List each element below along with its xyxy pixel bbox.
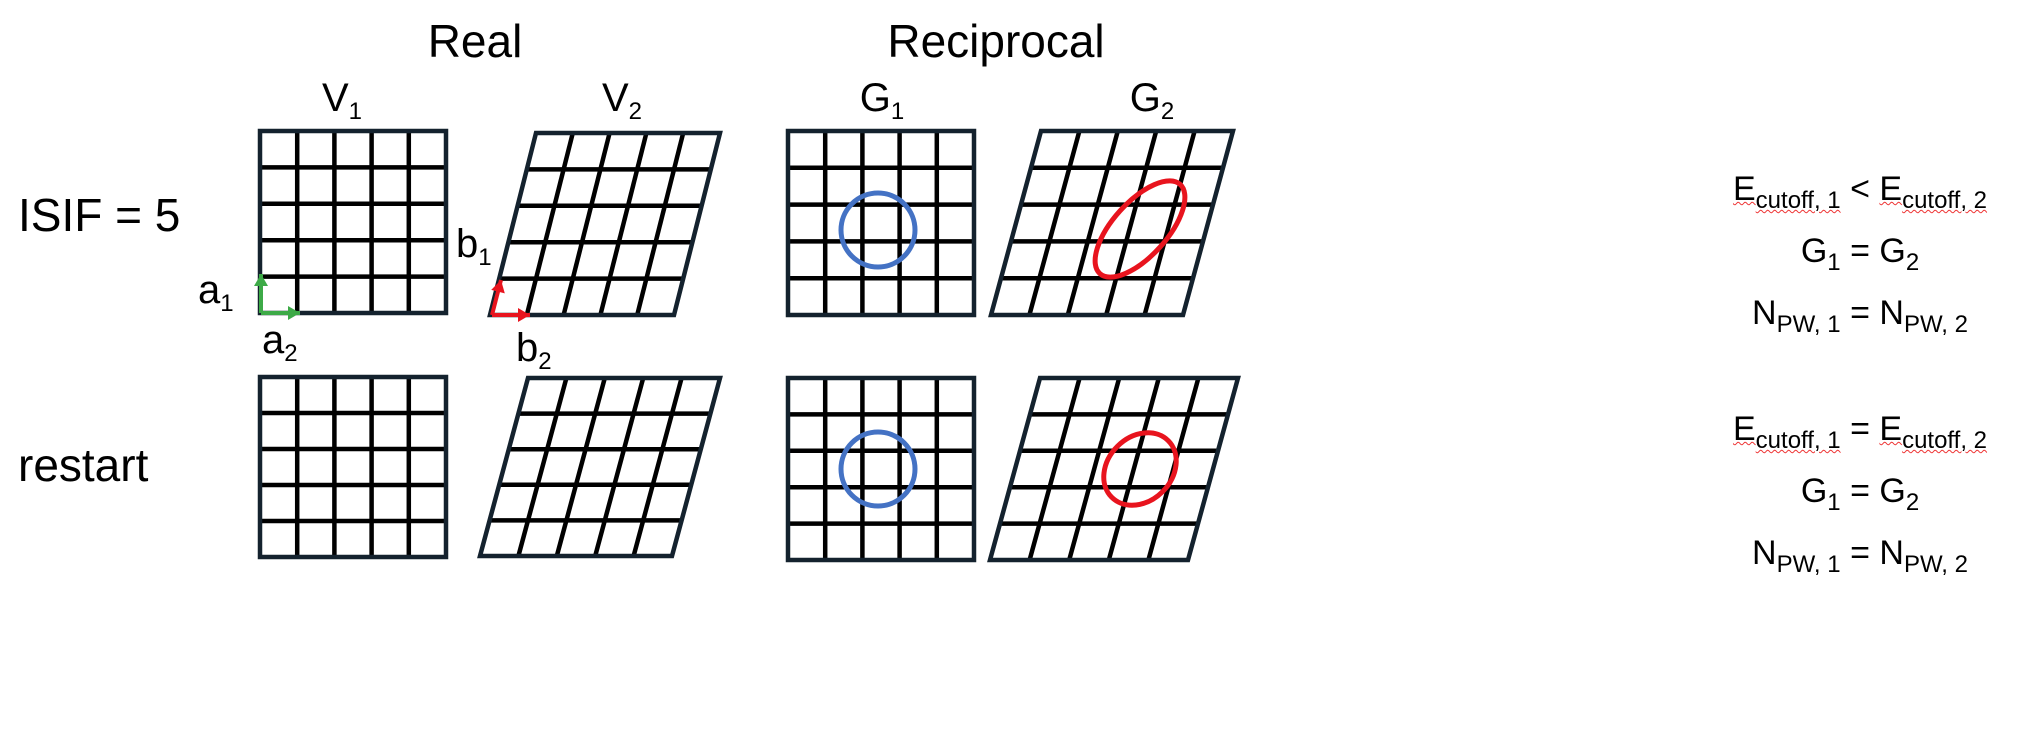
equations-restart: Ecutoff, 1 = Ecutoff, 2 G1 = G2 NPW, 1 =… (1700, 404, 2018, 590)
cutoff-ellipse-g2-bottom (1101, 430, 1179, 508)
v2-lattice-top-frame (487, 130, 723, 318)
v2-lattice-bottom-gridline (554, 377, 607, 557)
g1-lattice-bottom-frame (785, 375, 977, 563)
equation-npw: NPW, 1 = NPW, 2 (1752, 294, 1968, 338)
g1-lattice-top-frame (785, 128, 977, 318)
v2-lattice-bottom-gridline (516, 377, 569, 557)
v1-lattice-bottom-frame (257, 374, 449, 560)
equations-isif: Ecutoff, 1 < Ecutoff, 2 G1 = G2 NPW, 1 =… (1700, 164, 2018, 350)
vector-a1-arrow-head (254, 274, 268, 286)
equation-g: G1 = G2 (1800, 232, 1920, 276)
vector-b1-arrow-head (491, 280, 505, 294)
v2-lattice-top-gridline (524, 132, 575, 316)
cutoff-sphere-g1-top (838, 190, 918, 270)
vector-label-a2: a2 (262, 318, 298, 367)
equation-cutoff: Ecutoff, 1 < Ecutoff, 2 (1732, 170, 1988, 214)
g2-lattice-top-gridline (1104, 130, 1159, 316)
header-real: Real (427, 15, 523, 67)
vector-label-a1: a1 (198, 268, 234, 317)
g2-lattice-bottom-gridline (1067, 377, 1122, 561)
vector-b2-arrow-head (518, 308, 530, 322)
v2-lattice-bottom-gridline (593, 377, 646, 557)
vector-label-b2: b2 (516, 326, 552, 375)
column-label-g2: G2 (1129, 76, 1175, 125)
v2-lattice-bottom-gridline (631, 377, 684, 557)
equation-npw: NPW, 1 = NPW, 2 (1752, 534, 1968, 578)
cutoff-sphere-g1-bottom (838, 429, 918, 509)
cutoff-ellipse-g2-top (1092, 178, 1188, 280)
g2-lattice-top-gridline (1027, 130, 1082, 316)
column-label-g1: G1 (859, 76, 905, 125)
header-reciprocal: Reciprocal (887, 15, 1105, 67)
row-label-isif: ISIF = 5 (18, 189, 181, 241)
v2-lattice-top-gridline (635, 132, 686, 316)
g2-lattice-top-gridline (1065, 130, 1120, 316)
g2-lattice-top-gridline (1142, 130, 1197, 316)
column-label-v1: V1 (321, 76, 363, 125)
v2-lattice-top-gridline (561, 132, 612, 316)
v1-lattice-top-frame (257, 128, 449, 316)
vector-a2-arrow-head (288, 306, 300, 320)
g2-lattice-bottom-gridline (1106, 377, 1161, 561)
equation-g: G1 = G2 (1800, 472, 1920, 516)
v2-lattice-bottom-frame (477, 375, 723, 559)
g2-lattice-top-frame (988, 128, 1236, 318)
g2-lattice-bottom-gridline (1027, 377, 1082, 561)
vector-label-b1: b1 (456, 222, 492, 271)
column-label-v2: V2 (601, 76, 643, 125)
row-label-restart: restart (18, 439, 149, 491)
v2-lattice-top-gridline (598, 132, 649, 316)
g2-lattice-bottom-frame (987, 375, 1241, 563)
equation-cutoff: Ecutoff, 1 = Ecutoff, 2 (1732, 410, 1988, 454)
